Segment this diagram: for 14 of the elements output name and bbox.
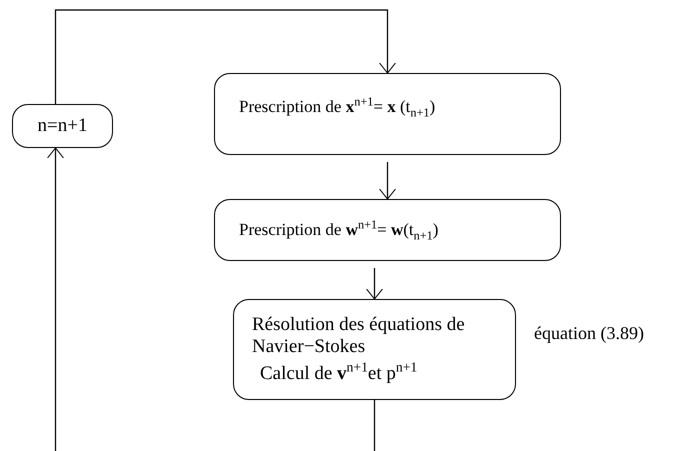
process-box — [12, 104, 113, 148]
process-box — [214, 73, 561, 155]
box-text: Résolution des équations de Navier−Stokes — [252, 314, 466, 358]
arrow — [366, 268, 383, 300]
equation-reference: équation (3.89) — [534, 323, 644, 344]
box-text: Calcul de v$^{n+1}$et p$^{n+1}$ — [260, 363, 418, 386]
arrow — [47, 148, 64, 451]
process-box — [233, 299, 516, 400]
box-text: n=n+1 — [38, 115, 88, 137]
arrow — [379, 162, 396, 200]
process-box — [214, 199, 561, 261]
box-text: Prescription de x$^{n+1}$= x (t$_{n+1}$) — [239, 97, 436, 117]
box-text: Prescription de w$^{n+1}$= w(t$_{n+1}$) — [239, 220, 438, 240]
arrow — [54, 9, 396, 104]
